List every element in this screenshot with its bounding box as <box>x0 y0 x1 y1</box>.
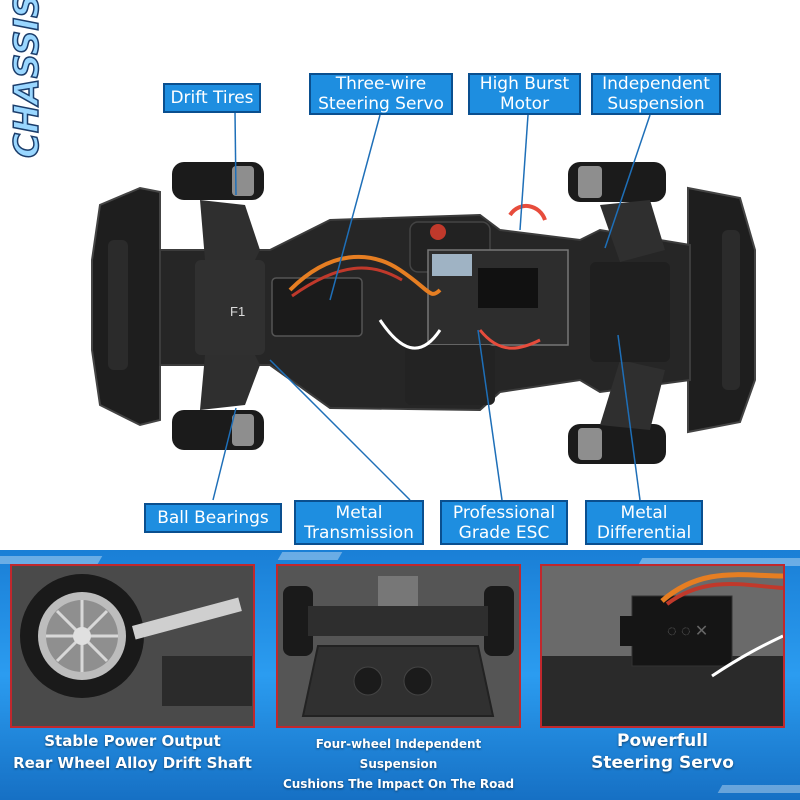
ball-bearings-label: Ball Bearings <box>144 503 282 533</box>
caption-servo: Powerfull Steering Servo <box>540 730 785 774</box>
caption-servo-line1: Powerfull <box>617 731 708 751</box>
drift-tires-text: Drift Tires <box>170 88 254 108</box>
caption-drift-shaft: Stable Power Output Rear Wheel Alloy Dri… <box>10 730 255 774</box>
steering-servo-line1: Three-wire <box>335 74 427 94</box>
servo-photo: ◌ ◌ ✕ <box>542 566 783 726</box>
steering-servo-label: Three-wire Steering Servo <box>309 73 453 115</box>
differential-line1: Metal <box>620 502 668 523</box>
caption-servo-line2: Steering Servo <box>591 753 734 773</box>
rear-left-wheel <box>568 162 666 202</box>
feature-panel-suspension <box>276 564 521 728</box>
f1-mark: F1 <box>230 304 245 319</box>
drift-shaft-photo <box>12 566 253 726</box>
front-right-wheel <box>172 410 264 450</box>
rear-bumper <box>687 186 756 434</box>
motor-line2: Motor <box>499 94 550 114</box>
chassis-title: CHASSIS <box>6 0 48 159</box>
chassis-illustration: F1 <box>91 111 756 501</box>
servo-box <box>271 277 363 337</box>
caption-suspension: Four-wheel Independent Suspension Cushio… <box>276 734 521 794</box>
esc-label: Professional Grade ESC <box>440 500 568 545</box>
transmission-line1: Metal <box>335 502 383 523</box>
feature-panel-servo: ◌ ◌ ✕ <box>540 564 785 728</box>
differential-label: Metal Differential <box>585 500 703 545</box>
ball-bearings-text: Ball Bearings <box>157 508 269 528</box>
suspension-line1: Independent <box>602 74 710 94</box>
caption-suspension-line1: Four-wheel Independent Suspension <box>315 737 482 771</box>
feature-banner: Stable Power Output Rear Wheel Alloy Dri… <box>0 550 800 800</box>
rear-right-wheel <box>568 424 666 464</box>
front-left-wheel <box>172 162 264 200</box>
feature-panel-drift-shaft <box>10 564 255 728</box>
transmission-line2: Transmission <box>304 522 414 543</box>
chassis-diagram: F1 CHASSIS Drift Tires Three-wire Steeri… <box>6 0 756 545</box>
caption-drift-shaft-line1: Stable Power Output <box>44 732 221 750</box>
caption-drift-shaft-line2: Rear Wheel Alloy Drift Shaft <box>13 754 252 772</box>
suspension-label: Independent Suspension <box>591 73 721 115</box>
esc-line1: Professional <box>452 502 556 523</box>
suspension-photo <box>278 566 519 726</box>
transmission-label: Metal Transmission <box>294 500 424 545</box>
suspension-line2: Suspension <box>607 94 705 114</box>
steering-servo-line2: Steering Servo <box>318 94 444 114</box>
esc-line2: Grade ESC <box>458 522 550 543</box>
svg-text:◌ ◌ ✕: ◌ ◌ ✕ <box>667 623 708 640</box>
motor-label: High Burst Motor <box>468 73 581 115</box>
differential-line2: Differential <box>596 522 692 543</box>
caption-suspension-line2: Cushions The Impact On The Road <box>282 777 515 791</box>
chassis-word: CHASSIS <box>7 0 47 158</box>
motor-line1: High Burst <box>479 74 570 94</box>
drift-tires-label: Drift Tires <box>163 83 261 113</box>
